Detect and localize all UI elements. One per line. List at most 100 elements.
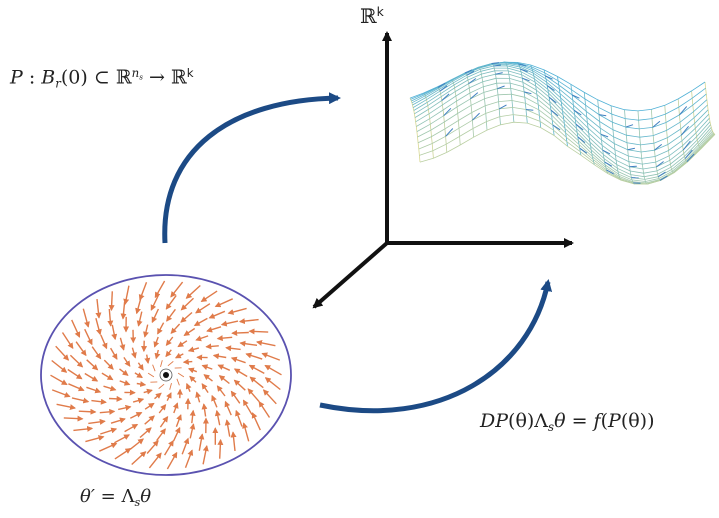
field-arrow-83 — [92, 347, 100, 359]
field-arrow-168 — [266, 378, 281, 390]
field-arrow-10 — [190, 376, 196, 382]
field-arrow-170 — [259, 402, 269, 418]
parameterization-map-label: P : Br(0) ⊂ ℝns → ℝk — [10, 66, 194, 91]
field-arrow-140 — [115, 449, 131, 459]
field-arrow-81 — [85, 374, 98, 382]
field-arrow-139 — [132, 452, 146, 465]
inv-DP: DP — [480, 410, 508, 432]
field-arrow-50 — [145, 416, 155, 424]
field-arrow-155 — [125, 286, 129, 304]
field-arrow-84 — [101, 335, 107, 348]
field-arrow-90 — [181, 313, 192, 323]
map-s: s — [139, 73, 143, 82]
field-arrow-19 — [147, 355, 148, 363]
field-arrow-97 — [235, 380, 246, 390]
field-arrow-121 — [166, 295, 176, 309]
field-arrow-76 — [125, 425, 138, 432]
field-arrow-162 — [229, 308, 247, 313]
field-arrow-152 — [83, 309, 88, 327]
field-arrow-48 — [176, 415, 180, 427]
field-arrow-3 — [159, 384, 164, 388]
surface-flow-vector-24 — [553, 125, 560, 130]
field-arrow-36 — [132, 348, 135, 358]
field-arrow-108 — [88, 421, 105, 423]
field-arrow-149 — [56, 346, 69, 360]
field-arrow-64 — [196, 336, 208, 340]
map-ball: B — [41, 66, 55, 88]
field-arrow-91 — [195, 318, 208, 325]
field-arrow-55 — [102, 373, 113, 380]
curved-arrow-to-surface — [165, 98, 338, 243]
field-arrow-18 — [138, 363, 143, 370]
field-arrow-38 — [155, 337, 159, 347]
field-arrow-150 — [63, 333, 73, 349]
field-arrow-124 — [210, 311, 225, 318]
field-arrow-8 — [168, 361, 173, 365]
field-arrow-43 — [203, 366, 213, 370]
map-arrow: → — [149, 66, 165, 88]
field-arrow-125 — [222, 321, 238, 325]
field-arrow-117 — [109, 309, 110, 326]
field-arrow-2 — [170, 383, 172, 390]
field-arrow-77 — [111, 419, 125, 423]
surface-gridline-19 — [665, 105, 675, 172]
field-arrow-159 — [186, 286, 200, 299]
surface-gridline-39 — [420, 122, 715, 184]
field-arrow-34 — [120, 369, 128, 375]
field-arrow-29 — [159, 405, 165, 413]
surface-gridline-6 — [491, 64, 501, 125]
field-arrow-172 — [244, 423, 249, 441]
map-codomain-space: ℝ — [171, 66, 187, 88]
field-arrow-169 — [264, 390, 277, 404]
depth-axis — [314, 243, 387, 307]
field-arrow-118 — [123, 302, 125, 319]
field-arrow-95 — [232, 358, 246, 363]
field-arrow-143 — [73, 428, 92, 430]
field-arrow-145 — [57, 404, 75, 408]
field-arrow-144 — [64, 418, 83, 419]
field-arrow-14 — [155, 393, 162, 398]
surface-flow-vector-2 — [442, 94, 449, 101]
inv-theta-3: (θ) — [621, 410, 647, 432]
field-arrow-147 — [51, 375, 67, 384]
field-arrow-25 — [202, 384, 208, 393]
field-arrow-52 — [118, 407, 130, 410]
codomain-symbol: ℝ — [360, 4, 377, 28]
field-arrow-163 — [240, 320, 259, 322]
field-arrow-35 — [124, 357, 130, 366]
flow-Lambda: Λ — [122, 486, 135, 507]
field-arrow-99 — [225, 402, 231, 415]
field-arrow-1 — [177, 379, 180, 386]
field-arrow-33 — [120, 381, 130, 385]
field-arrow-106 — [114, 435, 129, 443]
field-arrow-61 — [158, 323, 164, 334]
field-arrow-58 — [120, 338, 123, 350]
field-arrow-116 — [96, 318, 100, 334]
invariance-equation-label: DP(θ)Λsθ = f(P(θ)) — [480, 410, 655, 434]
field-arrow-31 — [133, 399, 143, 402]
field-arrow-69 — [217, 386, 225, 396]
field-arrow-23 — [184, 362, 193, 363]
surface-flow-vector-43 — [658, 172, 665, 177]
map-center: (0) — [61, 66, 88, 88]
field-arrow-165 — [257, 342, 275, 346]
field-arrow-161 — [216, 299, 233, 307]
inv-paren-open: ( — [601, 410, 608, 432]
field-arrow-22 — [176, 354, 184, 358]
field-arrow-154 — [111, 291, 112, 310]
field-arrow-138 — [149, 453, 161, 468]
field-arrow-39 — [166, 337, 172, 345]
field-arrow-24 — [189, 369, 197, 372]
codomain-exponent: k — [377, 4, 384, 19]
field-arrow-11 — [187, 384, 190, 392]
field-arrow-123 — [196, 304, 210, 313]
inv-theta-2: θ — [554, 410, 565, 432]
linear-flow-label: θ′ = Λsθ — [80, 486, 151, 509]
surface-flow-vector-47 — [683, 141, 690, 150]
field-arrow-6 — [153, 365, 156, 372]
field-arrow-133 — [236, 411, 242, 427]
field-arrow-141 — [99, 444, 116, 452]
field-arrow-40 — [178, 341, 187, 347]
field-arrow-146 — [52, 390, 69, 397]
flow-theta: θ — [140, 486, 151, 507]
